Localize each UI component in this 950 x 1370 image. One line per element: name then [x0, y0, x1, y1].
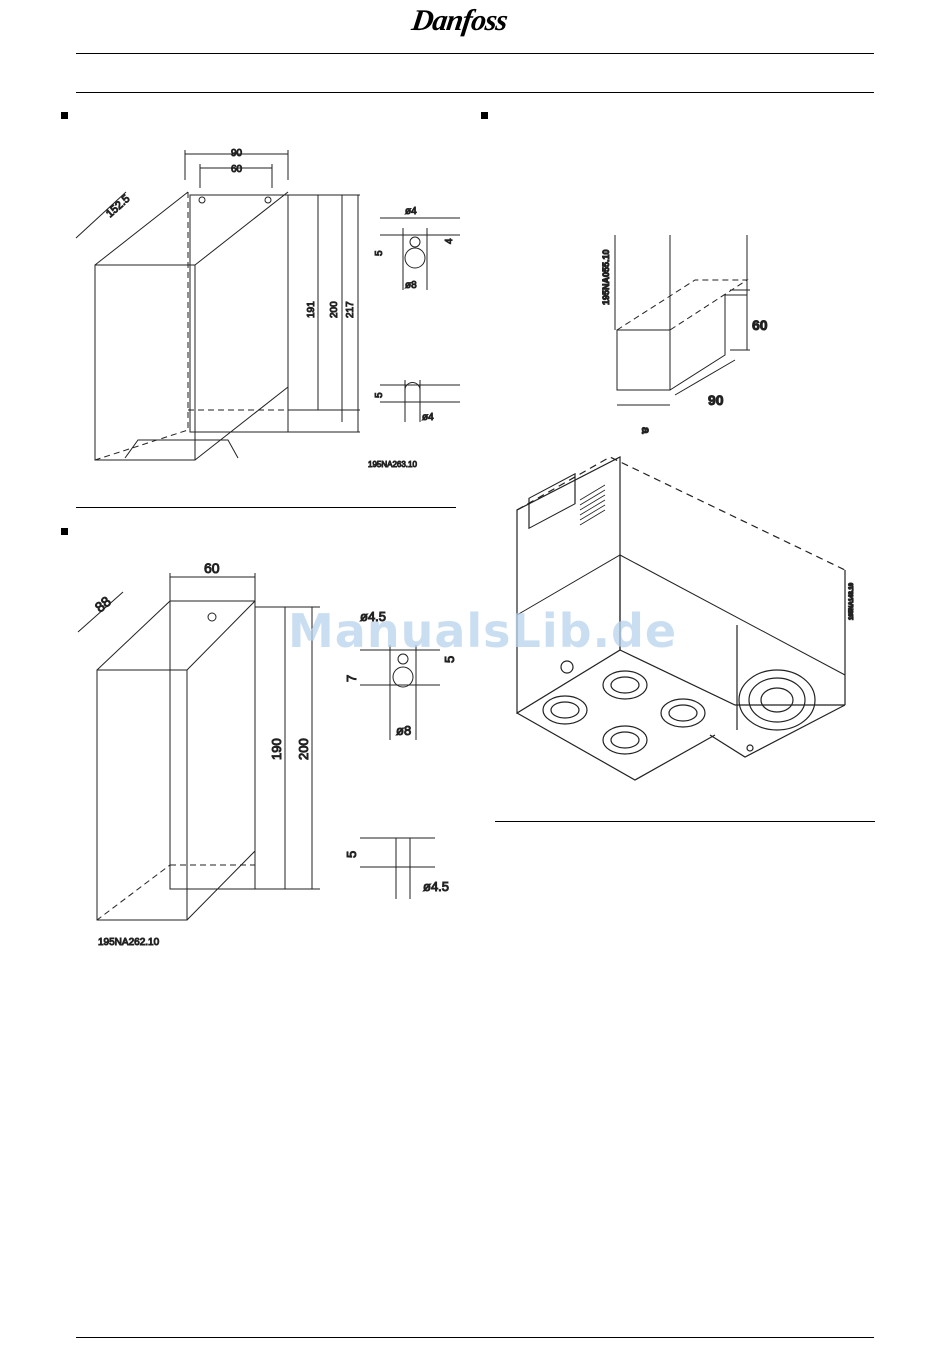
detail-bottom-slot: ø4: [422, 412, 434, 423]
section-bullet-2: [481, 112, 488, 119]
dim-h1: 190: [269, 738, 284, 760]
detail-top-h: 5: [374, 250, 385, 256]
drive-illustration: 195NA148.10: [505, 445, 865, 795]
dim-width-top: 60: [204, 560, 220, 576]
dim-h2: 200: [296, 738, 311, 760]
dim-side: a: [639, 427, 653, 434]
dim-depth: 152.5: [104, 193, 132, 220]
detail-bottom-h: 5: [374, 392, 385, 398]
detail-top-offset: 5: [442, 656, 457, 663]
header-rule-top: [76, 53, 874, 54]
detail-bottom-slot: ø4.5: [423, 879, 449, 894]
dim-hole-pitch: 60: [231, 164, 243, 175]
right-separator: [495, 821, 875, 822]
dim-h3: 217: [345, 301, 356, 318]
detail-top-slot: ø8: [405, 280, 417, 291]
detail-top-slot: ø8: [396, 723, 411, 738]
dim-width-top: 90: [231, 148, 243, 159]
drawing-code: 195NA055.10: [601, 249, 611, 305]
dim-depth: 88: [92, 593, 114, 615]
mounting-drawing-large: 90 60 152.5 191 200 217 ø4 5 4 ø8 5 ø4 1…: [60, 140, 460, 480]
mounting-drawing-small: 60 88 190 200 ø4.5 7 5 ø8 5 ø4.5 195NA26…: [60, 555, 460, 955]
detail-top-hole: ø4.5: [360, 609, 386, 624]
detail-top-hole: ø4: [405, 206, 417, 217]
detail-top-offset: 4: [444, 238, 455, 244]
section-bullet-3: [61, 528, 68, 535]
drawing-code: 195NA262.10: [98, 937, 160, 948]
detail-top-h: 7: [344, 675, 359, 682]
left-separator: [76, 507, 456, 508]
footer-rule: [76, 1337, 874, 1338]
dim-height: 60: [752, 317, 768, 333]
brand-logo: Danfoss: [410, 4, 509, 38]
detail-bottom-h: 5: [344, 851, 359, 858]
section-bullet-1: [61, 112, 68, 119]
header-rule-bottom: [76, 92, 874, 93]
drawing-code: 195NA148.10: [849, 582, 855, 620]
clearance-drawing: 195NA055.10 60 90 a: [595, 230, 795, 440]
dim-h2: 200: [329, 301, 340, 318]
drawing-code: 195NA263.10: [368, 460, 417, 469]
dim-depth: 90: [708, 392, 724, 408]
dim-h1: 191: [306, 301, 317, 318]
